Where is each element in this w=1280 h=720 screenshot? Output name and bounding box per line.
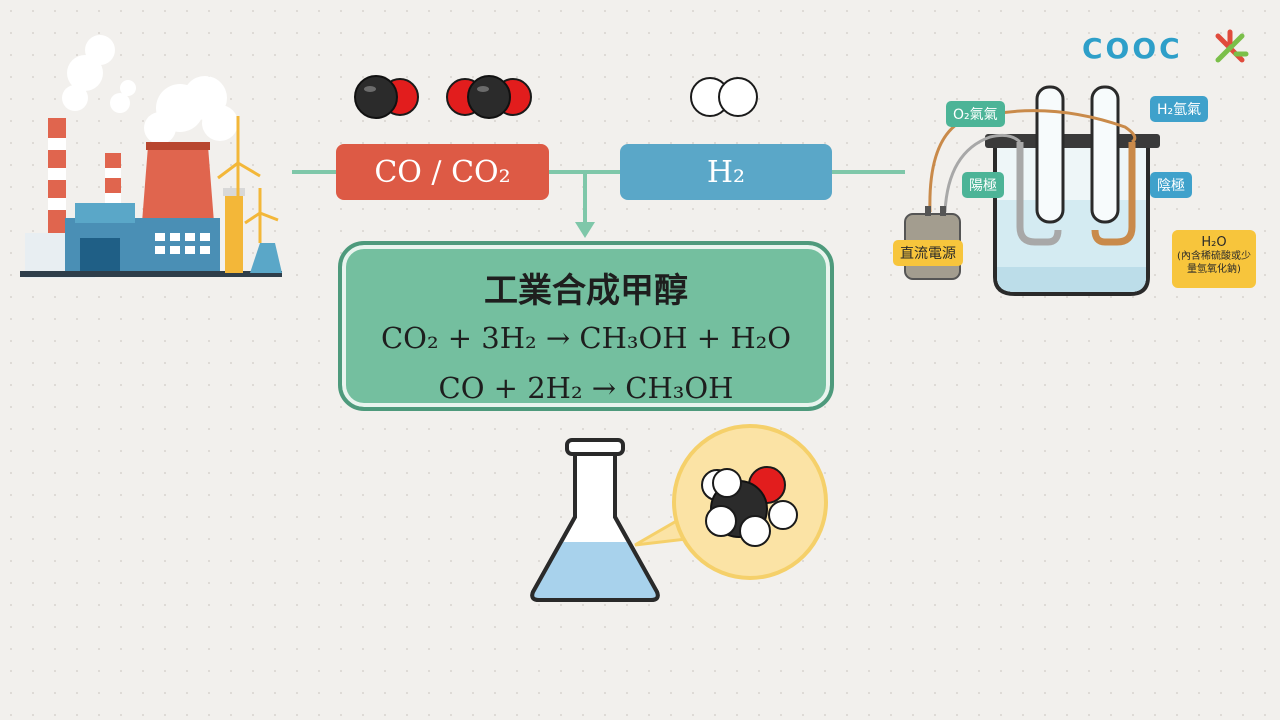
h2-label: H₂ bbox=[620, 144, 832, 200]
main-title: 工業合成甲醇 bbox=[484, 271, 688, 311]
methanol-molecule-icon bbox=[701, 466, 798, 547]
co-co2-label: CO / CO₂ bbox=[336, 144, 549, 200]
water-note: (內含稀硫酸或少量氫氧化鈉) bbox=[1177, 251, 1251, 275]
brand-logo-icon bbox=[1215, 29, 1249, 63]
electrolysis-apparatus-icon bbox=[904, 85, 1160, 296]
o2-gas-tag: O₂氣氣 bbox=[946, 101, 1005, 127]
cathode-tag: 陰極 bbox=[1150, 172, 1192, 198]
h2-gas-tag: H₂氫氣 bbox=[1150, 96, 1209, 122]
h2-molecule-icon bbox=[690, 77, 758, 117]
co2-molecule-icon bbox=[446, 75, 532, 119]
factory-icon bbox=[20, 35, 282, 278]
equation-co2: CO₂ + 3H₂ → CH₃OH + H₂O bbox=[380, 321, 792, 355]
flask-icon bbox=[530, 438, 660, 602]
brand-logo-text: COOC bbox=[1082, 32, 1183, 65]
anode-tag: 陽極 bbox=[962, 172, 1004, 198]
dc-power-tag: 直流電源 bbox=[893, 240, 963, 266]
water-tag: H₂O (內含稀硫酸或少量氫氧化鈉) bbox=[1172, 230, 1256, 288]
methanol-synthesis-box: 工業合成甲醇 CO₂ + 3H₂ → CH₃OH + H₂O CO + 2H₂ … bbox=[338, 241, 834, 411]
water-label: H₂O bbox=[1201, 235, 1227, 250]
co-molecule-icon bbox=[354, 75, 419, 119]
equation-co: CO + 2H₂ → CH₃OH bbox=[438, 371, 734, 405]
